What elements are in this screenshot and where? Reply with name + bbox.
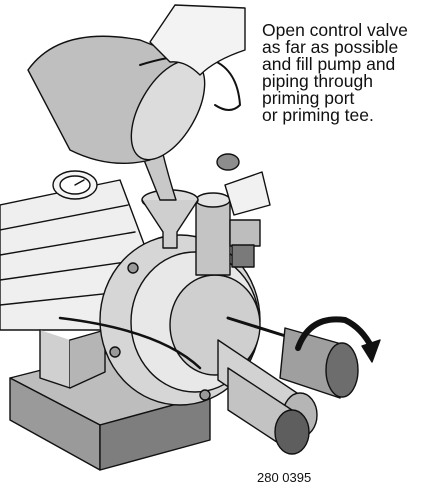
priming-tee-piping <box>195 171 271 276</box>
instruction-line: or priming tee. <box>262 105 374 125</box>
pump-housing <box>99 234 261 406</box>
instruction-text: Open control valve as far as possible an… <box>262 20 432 125</box>
instruction-line: Open control valve <box>262 20 408 40</box>
motor <box>0 179 151 389</box>
pressure-gauge <box>52 170 98 200</box>
instruction-line: piping through <box>262 71 373 91</box>
priming-plug <box>216 153 240 171</box>
water-stream <box>139 149 177 201</box>
rotation-arrow-icon <box>295 316 381 363</box>
suction-pipes <box>217 339 318 455</box>
figure-number: 280 0395 <box>257 470 312 485</box>
instruction-line: priming port <box>262 88 355 108</box>
instruction-line: and fill pump and <box>262 54 396 74</box>
electrical-cable <box>58 316 202 370</box>
instruction-line: as far as possible <box>262 37 399 57</box>
hand <box>149 4 246 76</box>
